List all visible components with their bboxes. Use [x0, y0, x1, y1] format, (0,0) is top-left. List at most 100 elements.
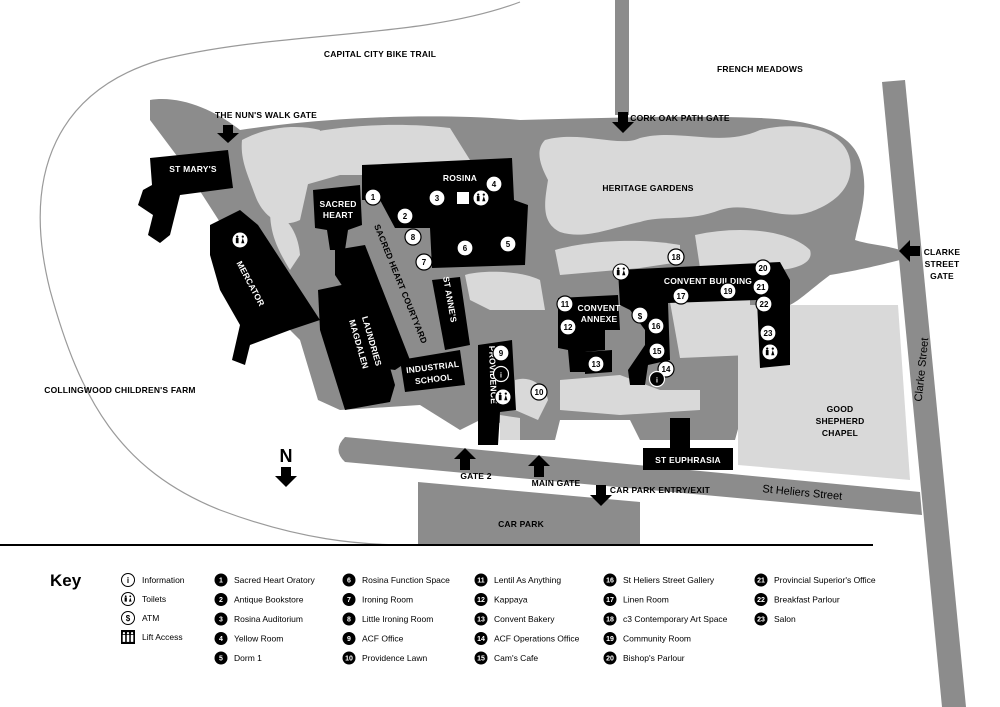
key-symbol-3: Lift Access: [121, 630, 183, 644]
key-item-badge: [342, 632, 356, 645]
key-item-label: Provincial Superior's Office: [774, 575, 876, 585]
info-icon[interactable]: i: [648, 370, 666, 388]
cork-oak-gate-label: CORK OAK PATH GATE: [630, 113, 730, 123]
map-marker-15[interactable]: 15: [648, 342, 666, 360]
key-item-label: ACF Operations Office: [494, 634, 580, 644]
clarke-gate-arrow: [899, 240, 920, 262]
building-convent-annexe: [558, 295, 620, 372]
toilets-icon[interactable]: [761, 343, 779, 361]
toilets-icon[interactable]: [612, 263, 630, 281]
key-item-number: 11: [477, 578, 485, 585]
map-marker-3[interactable]: 3: [428, 189, 446, 207]
key-item-badge: [342, 573, 356, 587]
map-marker-1[interactable]: 1: [364, 188, 382, 206]
key-item-label: Ironing Room: [362, 595, 413, 605]
map-marker-5-circle: [499, 235, 517, 253]
map-marker-23[interactable]: 23: [759, 324, 777, 342]
key-item-badge: [603, 651, 617, 665]
key-item-badge: [342, 651, 356, 665]
building-st-marys: [138, 150, 233, 243]
lawn-central: [465, 271, 545, 310]
garden-lawn-north: [555, 240, 680, 275]
clarke-gate-label-1: CLARKE: [924, 247, 961, 257]
map-marker-23-number: 23: [764, 329, 773, 338]
svg-text:$: $: [638, 312, 643, 321]
map-marker-21[interactable]: 21: [752, 278, 770, 296]
map-marker-2[interactable]: 2: [396, 207, 414, 225]
industrial-label-2: SCHOOL: [414, 372, 453, 387]
key-item-number: 10: [345, 656, 353, 663]
nuns-walk-gate-arrow: [217, 125, 239, 143]
map-marker-12[interactable]: 12: [559, 318, 577, 336]
heritage-gardens-area: [539, 126, 851, 235]
map-marker-21-number: 21: [757, 283, 766, 292]
good-shepherd-label-2: SHEPHERD: [816, 416, 865, 426]
atm-icon[interactable]: $: [631, 306, 649, 324]
car-park-entry-arrow: [590, 485, 612, 506]
lift-access-icon[interactable]: [457, 192, 469, 204]
map-marker-20-number: 20: [759, 264, 768, 273]
key-item-label: Sacred Heart Oratory: [234, 575, 316, 585]
main-gate-label: MAIN GATE: [532, 478, 581, 488]
toilets-icon[interactable]: [231, 231, 249, 249]
key-item-label: Yellow Room: [234, 634, 283, 644]
map-marker-8[interactable]: 8: [404, 228, 422, 246]
map-marker-5[interactable]: 5: [499, 235, 517, 253]
key-item-badge: [474, 573, 488, 587]
map-marker-17[interactable]: 17: [672, 287, 690, 305]
key-item-number: 6: [347, 578, 351, 585]
map-marker-8-circle: [404, 228, 422, 246]
clarke-gate-label-2: STREET: [925, 259, 960, 269]
map-marker-1-circle: [364, 188, 382, 206]
key-item-number: 5: [219, 656, 223, 663]
map-marker-4[interactable]: 4: [485, 175, 503, 193]
key-item-number: 18: [606, 617, 614, 624]
map-marker-22-number: 22: [760, 300, 769, 309]
key-item-label: Kappaya: [494, 595, 528, 605]
st-euphrasia-label: ST EUPHRASIA: [655, 455, 721, 465]
map-marker-16[interactable]: 16: [647, 317, 665, 335]
garden-lawn-east: [695, 230, 811, 271]
map-marker-4-number: 4: [492, 180, 497, 189]
key-item-label: Cam's Cafe: [494, 653, 538, 663]
toilets-icon[interactable]: [494, 388, 512, 406]
map-marker-7[interactable]: 7: [415, 253, 433, 271]
main-gate-arrow: [528, 455, 550, 477]
gate2-arrow: [454, 448, 476, 470]
map-marker-18[interactable]: 18: [667, 248, 685, 266]
map-marker-2-number: 2: [403, 212, 408, 221]
map-marker-1-number: 1: [371, 193, 376, 202]
key-item-number: 20: [606, 656, 614, 663]
map-marker-20[interactable]: 20: [754, 259, 772, 277]
map-marker-22[interactable]: 22: [755, 295, 773, 313]
map-marker-6[interactable]: 6: [456, 239, 474, 257]
toilets-icon[interactable]: [472, 189, 490, 207]
key-item-number: 2: [219, 597, 223, 604]
map-marker-9[interactable]: 9: [492, 344, 510, 362]
key-symbol-label: Information: [142, 575, 185, 585]
map-marker-11[interactable]: 11: [556, 295, 574, 313]
key-symbol-label: Toilets: [142, 594, 166, 604]
good-shepherd-label-1: GOOD: [827, 404, 854, 414]
map-marker-9-circle: [492, 344, 510, 362]
map-marker-11-number: 11: [561, 300, 570, 309]
key-item-number: 3: [219, 617, 223, 624]
bike-trail-label: CAPITAL CITY BIKE TRAIL: [324, 49, 436, 59]
map-marker-19[interactable]: 19: [719, 282, 737, 300]
map-marker-16-circle: [647, 317, 665, 335]
key-item-badge: [342, 612, 356, 626]
map-marker-10[interactable]: 10: [530, 383, 548, 401]
key-item-number: 15: [477, 656, 485, 663]
convent-courtyard: [670, 300, 750, 358]
lawn-sacred-heart: [300, 124, 470, 185]
info-icon[interactable]: i: [492, 365, 510, 383]
map-marker-13[interactable]: 13: [587, 355, 605, 373]
